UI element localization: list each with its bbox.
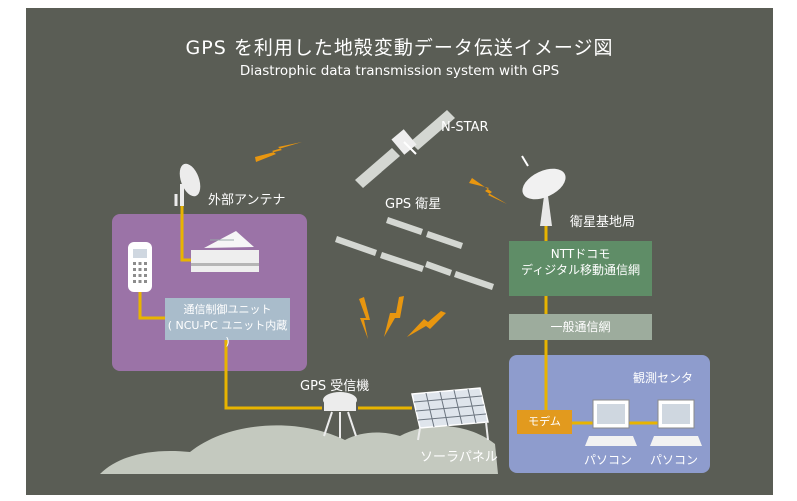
- base-station-label: 衛星基地局: [570, 215, 636, 230]
- bolt-icon: [407, 311, 446, 337]
- solar-panel-icon: [411, 387, 489, 441]
- nstar-label: N-STAR: [441, 120, 489, 135]
- bolt-icon: [469, 178, 507, 204]
- observation-center-label: 観測センタ: [633, 371, 694, 385]
- docomo-line-2: ディジタル移動通信網: [521, 263, 640, 277]
- control-to-receiver-line: [224, 332, 322, 410]
- gps-receiver-icon: [323, 392, 357, 438]
- solar-panel-label: ソーラパネル: [420, 450, 498, 465]
- control-unit-box: [165, 298, 290, 340]
- control-unit-line-2: ( NCU-PC ユニット内蔵 ): [167, 319, 288, 348]
- control-unit-label: 通信制御ユニット ( NCU-PC ユニット内蔵 ): [165, 302, 290, 350]
- docomo-network-label: NTTドコモ ディジタル移動通信網: [509, 246, 652, 278]
- bolt-icon: [255, 142, 302, 162]
- docomo-network-box: [509, 241, 652, 296]
- gps-satellite-bars: [335, 217, 494, 290]
- general-network-box: [509, 314, 652, 340]
- external-antenna-label: 外部アンテナ: [208, 193, 286, 208]
- general-network-label: 一般通信網: [550, 320, 611, 334]
- docomo-line-1: NTTドコモ: [550, 247, 611, 261]
- external-antenna-icon: [174, 163, 201, 206]
- control-device-icon: [191, 231, 259, 272]
- hill-shape: [100, 425, 498, 474]
- handset-cable: [138, 290, 165, 320]
- gps-receiver-label: GPS 受信機: [300, 379, 370, 394]
- connection-lines: [138, 203, 662, 425]
- antenna-cable: [180, 203, 194, 262]
- nstar-satellite-icon: [355, 110, 455, 188]
- signal-bolts: [255, 142, 507, 339]
- bolt-icon: [359, 297, 370, 339]
- bolt-icon: [384, 296, 404, 337]
- page-subtitle: Diastrophic data transmission system wit…: [239, 63, 560, 79]
- base-station-dish-icon: [521, 155, 566, 226]
- control-unit-line-1: 通信制御ユニット: [183, 303, 272, 316]
- gps-satellite-label: GPS 衛星: [385, 197, 442, 212]
- page-title: GPS を利用した地殻変動データ伝送イメージ図: [185, 37, 614, 59]
- modem-box: [517, 410, 572, 434]
- pc-icon: [650, 399, 702, 446]
- pc-icon: [585, 399, 637, 446]
- modem-label: モデム: [528, 415, 561, 428]
- mobile-phone-icon: [128, 242, 152, 292]
- pc-label-1: パソコン: [584, 453, 633, 467]
- pc-label-2: パソコン: [650, 453, 699, 467]
